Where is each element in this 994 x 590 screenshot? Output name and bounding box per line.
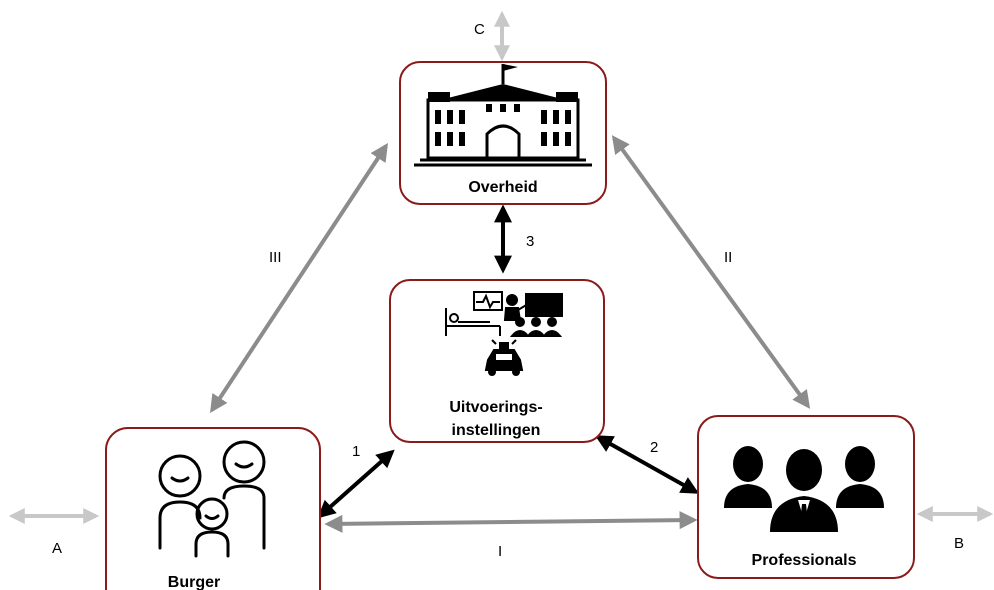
government-building-icon xyxy=(414,64,592,167)
edge-I-arrow xyxy=(324,511,698,533)
external-label-C: C xyxy=(474,21,485,38)
edge-1-arrow xyxy=(317,449,395,519)
edge-label-II: II xyxy=(724,249,732,266)
node-uitvoering-label-line1: Uitvoerings- xyxy=(449,399,542,416)
node-professionals-label: Professionals xyxy=(752,552,857,569)
edge-III-arrow xyxy=(210,142,388,414)
node-burger-label: Burger xyxy=(168,574,220,590)
edge-label-2: 2 xyxy=(650,439,658,456)
node-professionals: Professionals xyxy=(697,415,915,579)
node-overheid: Overheid xyxy=(399,61,607,205)
node-uitvoeringsinstellingen: Uitvoerings- instellingen xyxy=(389,279,605,443)
external-label-B: B xyxy=(954,535,964,552)
external-label-A: A xyxy=(52,540,62,557)
edge-2-arrow xyxy=(594,435,700,494)
family-icon xyxy=(158,440,266,558)
node-overheid-label: Overheid xyxy=(468,179,537,196)
edge-label-III: III xyxy=(269,249,282,266)
node-uitvoering-label-line2: instellingen xyxy=(452,422,541,439)
professionals-group-icon xyxy=(724,446,884,532)
institutions-icon xyxy=(445,291,563,376)
node-burger: Burger xyxy=(105,427,321,590)
edge-label-I: I xyxy=(498,543,502,560)
edge-II-arrow xyxy=(611,135,811,409)
edge-label-1: 1 xyxy=(352,443,360,460)
edge-label-3: 3 xyxy=(526,233,534,250)
